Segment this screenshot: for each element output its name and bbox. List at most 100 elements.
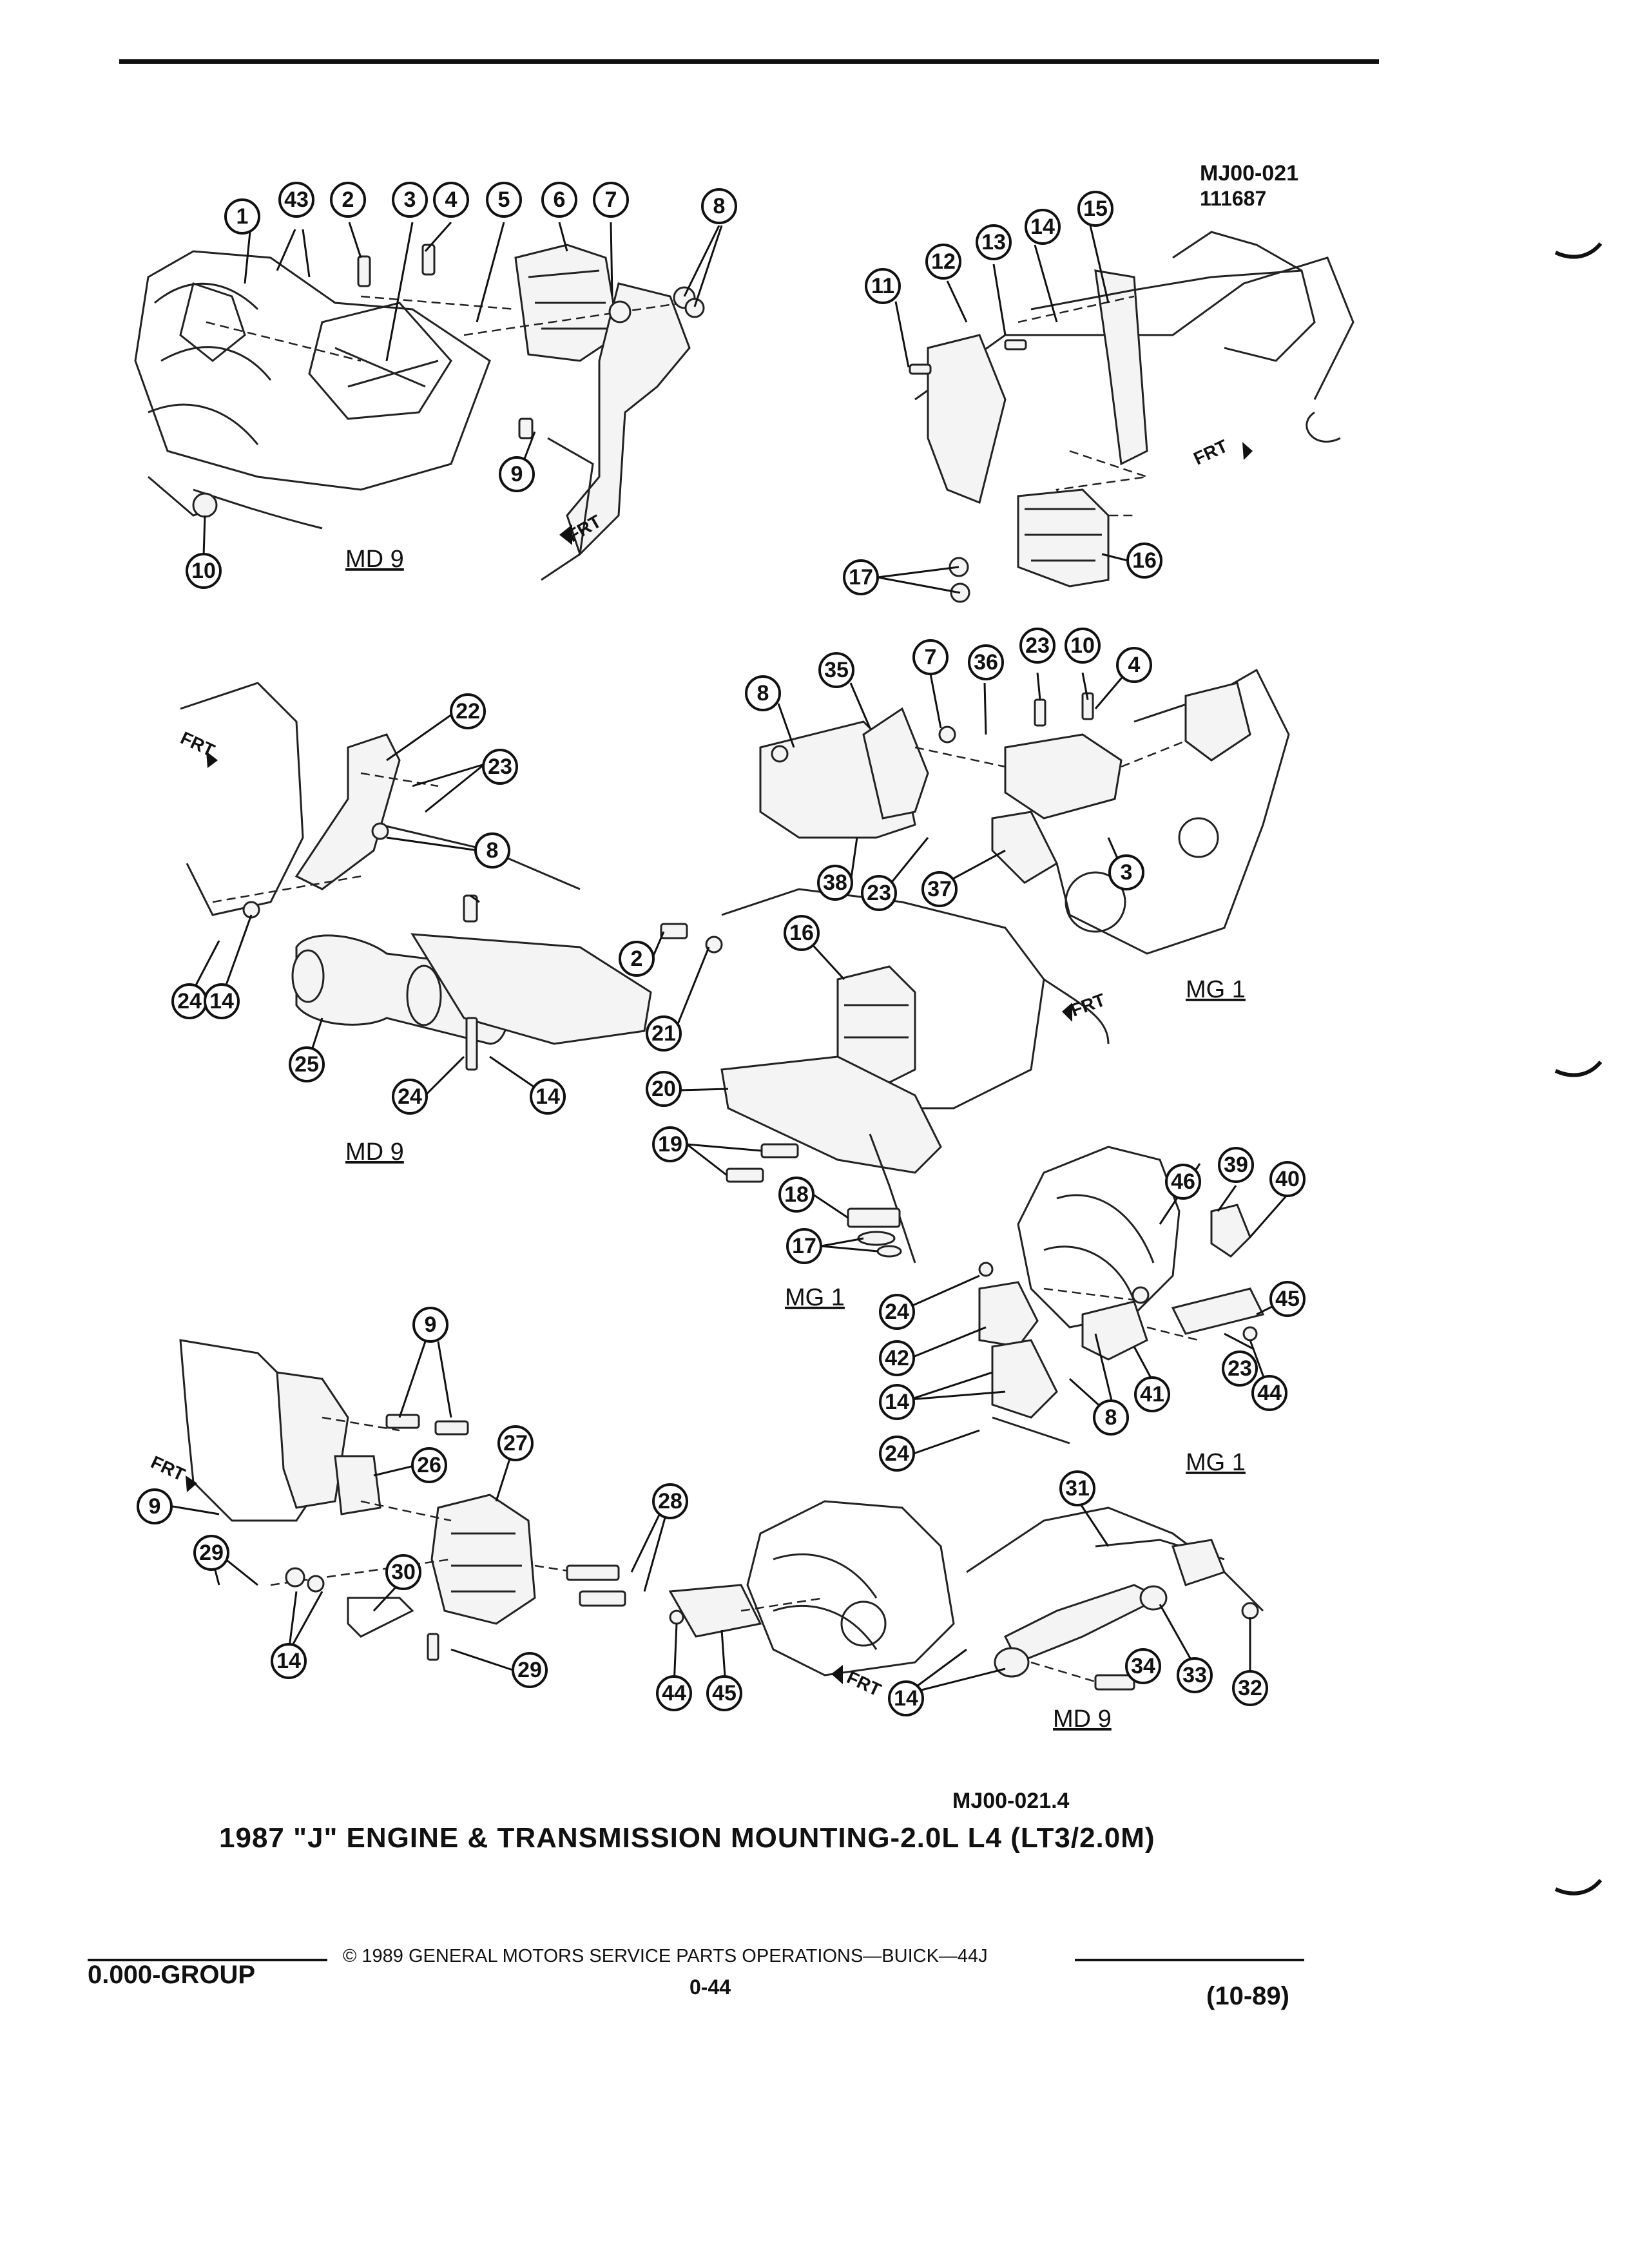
svg-text:35: 35: [824, 658, 849, 682]
panel-center: MG 1 FRT: [660, 888, 1110, 1311]
svg-text:14: 14: [276, 1649, 301, 1673]
frt-arrow-d: FRT: [1062, 990, 1108, 1022]
callout-14: 14: [530, 1079, 566, 1115]
callout-24: 24: [879, 1294, 915, 1330]
svg-text:8: 8: [487, 838, 499, 863]
panel-middle-right: MG 1: [759, 668, 1290, 1003]
callout-9: 9: [137, 1488, 173, 1524]
svg-text:8: 8: [1105, 1405, 1117, 1430]
svg-text:34: 34: [1131, 1654, 1155, 1678]
panel-top-right: FRT: [909, 231, 1354, 603]
group-label-md9-c: MD 9: [1053, 1706, 1112, 1733]
svg-text:23: 23: [488, 754, 512, 779]
margin-mark-middle: [1554, 1061, 1603, 1077]
svg-text:14: 14: [535, 1084, 560, 1109]
svg-text:19: 19: [658, 1132, 682, 1157]
svg-text:32: 32: [1238, 1676, 1262, 1700]
callout-46: 46: [1165, 1164, 1201, 1200]
callouts: 1 43 2 3 4 5 6 7 8 9 10 11 12 13 14 15 1…: [137, 182, 1306, 1716]
callout-24: 24: [392, 1079, 428, 1115]
callout-19: 19: [652, 1126, 688, 1162]
svg-text:45: 45: [1275, 1287, 1300, 1311]
revision-date: (10-89): [1206, 1982, 1289, 2010]
callout-8: 8: [745, 675, 781, 711]
callout-26: 26: [411, 1447, 447, 1483]
svg-text:8: 8: [757, 681, 769, 706]
callout-7: 7: [593, 182, 629, 218]
frt-arrow-e: FRT: [148, 1452, 197, 1492]
callout-17: 17: [843, 559, 879, 595]
frt-arrow-b: FRT: [1190, 436, 1253, 468]
svg-text:8: 8: [713, 194, 726, 218]
callout-24: 24: [879, 1436, 915, 1472]
callout-23: 23: [1222, 1350, 1258, 1387]
callout-14: 14: [1025, 209, 1061, 245]
leader-lines: [172, 222, 1289, 1695]
callout-23: 23: [861, 875, 897, 911]
callout-45: 45: [1269, 1281, 1306, 1317]
group-label-mg1-c: MG 1: [1186, 1449, 1246, 1476]
panel-top-left: MD 9 FRT: [134, 244, 705, 581]
margin-mark-bottom: [1554, 1879, 1603, 1896]
svg-text:22: 22: [456, 699, 480, 724]
footer-rule-left: [88, 1959, 327, 1961]
svg-text:4: 4: [445, 187, 458, 212]
svg-text:14: 14: [885, 1390, 909, 1414]
callout-31: 31: [1059, 1470, 1095, 1506]
callout-3: 3: [392, 182, 428, 218]
callout-3: 3: [1108, 854, 1144, 890]
svg-text:FRT: FRT: [1068, 990, 1108, 1021]
panel-bottom-right: MD 9 FRT: [668, 1500, 1264, 1733]
svg-text:14: 14: [1030, 215, 1055, 239]
callout-40: 40: [1269, 1161, 1306, 1197]
callout-33: 33: [1177, 1657, 1213, 1693]
callout-2: 2: [619, 941, 655, 977]
footer-group: 0.000-GROUP: [88, 1961, 256, 1989]
svg-text:9: 9: [511, 462, 523, 486]
svg-text:23: 23: [867, 881, 891, 905]
callout-8: 8: [474, 832, 510, 869]
svg-text:3: 3: [1121, 860, 1133, 885]
svg-text:2: 2: [342, 187, 354, 212]
callout-42: 42: [879, 1340, 915, 1376]
svg-text:14: 14: [894, 1686, 918, 1711]
svg-text:39: 39: [1224, 1153, 1248, 1177]
svg-text:13: 13: [981, 230, 1006, 255]
callout-32: 32: [1232, 1670, 1268, 1706]
panel-bottom-left: FRT: [148, 1339, 626, 1661]
page-number: 0-44: [689, 1975, 731, 1999]
svg-text:7: 7: [605, 187, 617, 212]
callout-25: 25: [289, 1046, 325, 1082]
callout-17: 17: [786, 1228, 822, 1264]
callout-18: 18: [778, 1177, 815, 1213]
callout-41: 41: [1134, 1376, 1170, 1412]
svg-text:41: 41: [1140, 1382, 1164, 1407]
callout-44: 44: [656, 1675, 692, 1711]
svg-text:29: 29: [199, 1541, 224, 1565]
svg-text:11: 11: [871, 274, 894, 298]
svg-text:FRT: FRT: [843, 1667, 883, 1700]
svg-text:FRT: FRT: [148, 1452, 188, 1485]
callout-14: 14: [888, 1680, 924, 1716]
svg-text:45: 45: [712, 1681, 737, 1706]
svg-text:16: 16: [1132, 548, 1157, 573]
callout-5: 5: [486, 182, 522, 218]
callout-38: 38: [817, 865, 853, 901]
figure-title: 1987 "J" ENGINE & TRANSMISSION MOUNTING-…: [219, 1822, 1155, 1854]
callout-14: 14: [271, 1643, 307, 1679]
svg-text:28: 28: [658, 1489, 682, 1514]
callout-9: 9: [499, 456, 535, 492]
svg-text:6: 6: [554, 187, 566, 212]
callout-10: 10: [186, 553, 222, 589]
svg-text:10: 10: [191, 559, 216, 583]
callout-45: 45: [706, 1675, 742, 1711]
callout-28: 28: [652, 1483, 688, 1519]
svg-text:10: 10: [1070, 633, 1095, 658]
svg-text:5: 5: [498, 187, 510, 212]
callout-35: 35: [818, 652, 854, 688]
callout-4: 4: [1116, 647, 1152, 683]
svg-text:FRT: FRT: [1190, 436, 1230, 468]
callout-15: 15: [1077, 191, 1113, 227]
svg-text:44: 44: [1257, 1381, 1282, 1405]
